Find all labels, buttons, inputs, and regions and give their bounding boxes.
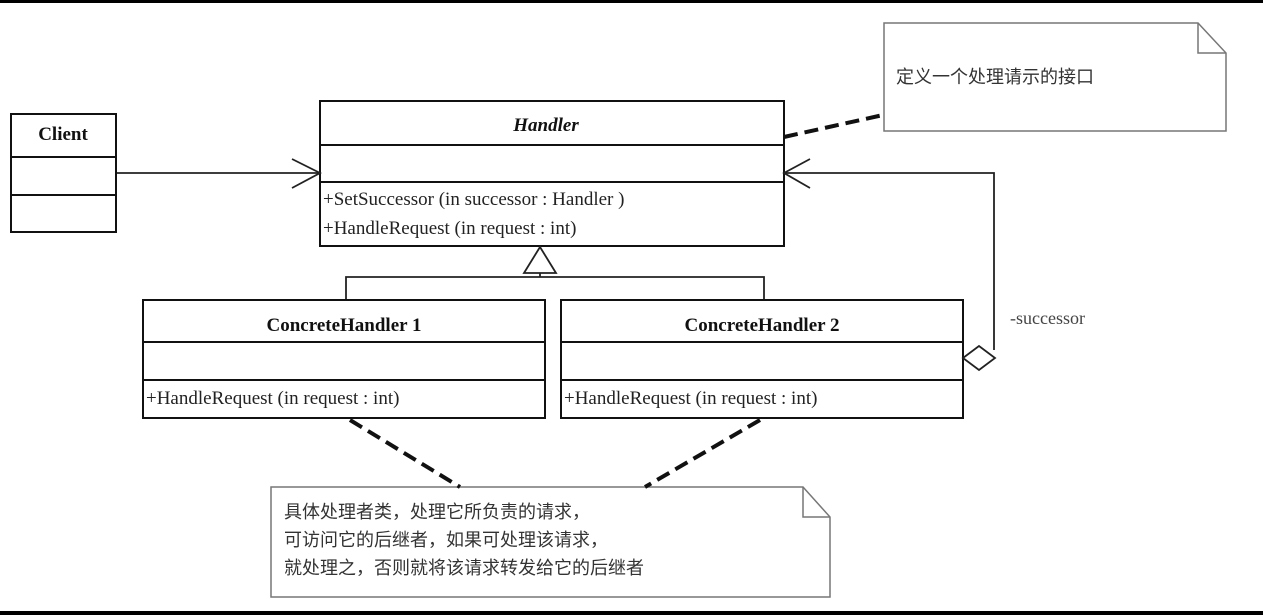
class-concrete-handler-2-name: ConcreteHandler 2 <box>685 315 840 336</box>
concrete-handler-1-method: +HandleRequest (in request : int) <box>146 388 399 409</box>
note-handler <box>883 22 1227 132</box>
note-concrete <box>270 486 831 598</box>
top-border <box>0 0 1263 3</box>
handler-method-set-successor: +SetSuccessor (in successor : Handler ) <box>323 189 624 210</box>
successor-label: -successor <box>1010 308 1085 328</box>
inheritance-arrow <box>345 245 765 300</box>
class-handler-name: Handler <box>512 115 579 136</box>
class-concrete-handler-1 <box>142 299 546 419</box>
note-handler-connector <box>783 113 884 139</box>
aggregation-successor <box>782 158 997 372</box>
class-client-name: Client <box>38 124 88 145</box>
class-client <box>10 113 117 233</box>
note-handler-text: 定义一个处理请示的接口 <box>896 67 1094 88</box>
association-client-handler <box>117 158 322 189</box>
class-handler <box>319 100 785 247</box>
note-concrete-line-3: 就处理之，否则就将该请求转发给它的后继者 <box>284 558 644 579</box>
note-concrete-line-2: 可访问它的后继者，如果可处理该请求， <box>284 530 608 551</box>
class-concrete-handler-1-name: ConcreteHandler 1 <box>267 315 422 336</box>
note-concrete-line-1: 具体处理者类，处理它所负责的请求， <box>284 502 590 523</box>
note-concrete-connector-1 <box>348 418 462 489</box>
concrete-handler-2-method: +HandleRequest (in request : int) <box>564 388 817 409</box>
bottom-border <box>0 611 1263 615</box>
handler-method-handle-request: +HandleRequest (in request : int) <box>323 218 576 239</box>
note-concrete-connector-2 <box>643 418 762 489</box>
